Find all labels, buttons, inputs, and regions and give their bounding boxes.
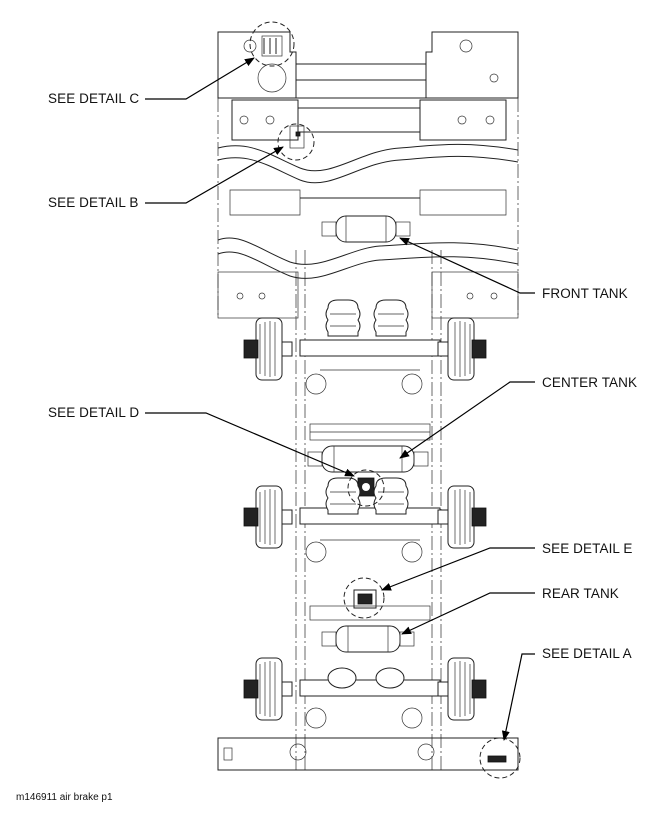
front-tank-shape xyxy=(335,215,397,243)
leader-front-tank xyxy=(399,237,535,294)
label-rear-tank: REAR TANK xyxy=(542,586,619,601)
leader-center-tank xyxy=(399,381,535,459)
label-see-detail-b: SEE DETAIL B xyxy=(48,195,139,210)
axle-1 xyxy=(243,299,487,395)
label-see-detail-d: SEE DETAIL D xyxy=(48,405,140,420)
detail-e-circle xyxy=(343,577,385,619)
detail-d-circle xyxy=(347,469,385,507)
axle-3 xyxy=(243,657,487,729)
label-see-detail-a: SEE DETAIL A xyxy=(542,646,632,661)
leader-detail-b xyxy=(145,146,284,204)
detail-a-circle xyxy=(479,737,521,779)
leader-detail-d xyxy=(145,412,355,477)
label-front-tank: FRONT TANK xyxy=(542,286,628,301)
rear-tank-shape xyxy=(335,625,401,653)
leader-detail-c xyxy=(145,57,255,100)
label-see-detail-e: SEE DETAIL E xyxy=(542,541,633,556)
detail-c-circle xyxy=(249,21,295,67)
detail-b-circle xyxy=(277,123,315,161)
leader-rear-tank xyxy=(401,592,535,635)
leader-detail-a xyxy=(501,653,535,741)
label-see-detail-c: SEE DETAIL C xyxy=(48,91,140,106)
label-center-tank: CENTER TANK xyxy=(542,375,638,390)
leader-detail-e xyxy=(381,547,535,591)
figure-caption: m146911 air brake p1 xyxy=(16,792,113,803)
axle-2 xyxy=(243,477,487,563)
